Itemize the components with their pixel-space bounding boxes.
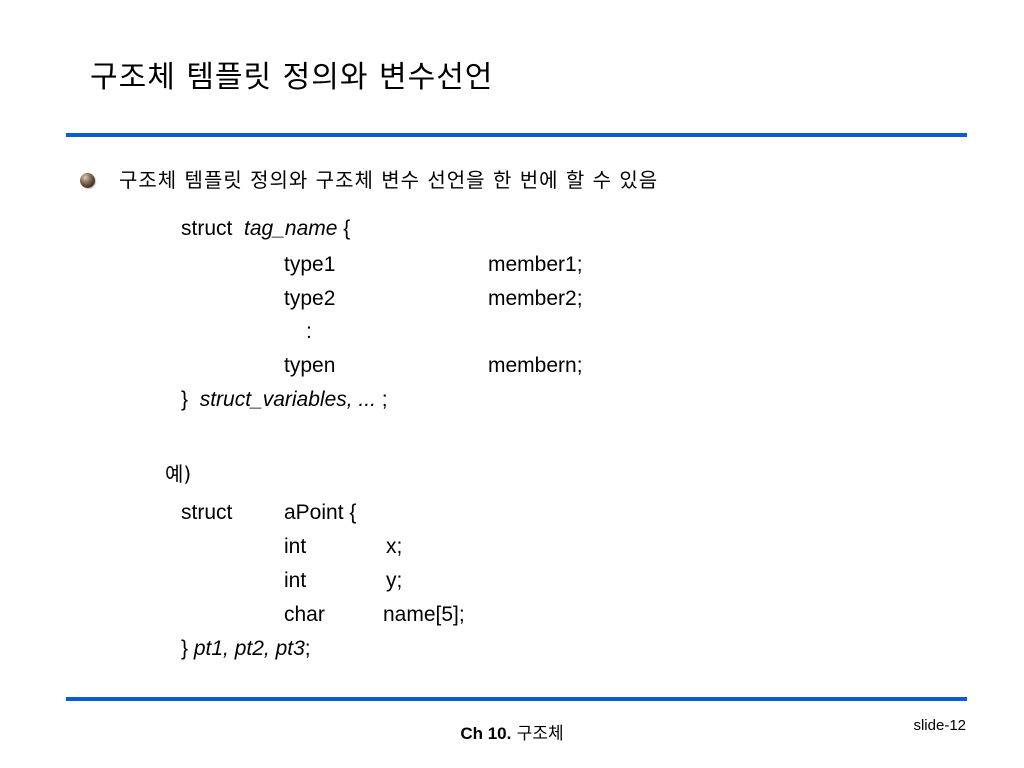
example-member-type: int [284,569,307,592]
syntax-tag-name: tag_name [244,217,338,240]
slide-title: 구조체 템플릿 정의와 변수선언 [90,60,494,95]
syntax-member-type: typen [284,354,336,377]
example-member-name: name[5]; [383,603,465,626]
syntax-open-brace: { [343,217,351,240]
example-member-type: char [284,603,325,626]
syntax-member-type: type1 [284,253,336,276]
footer-chapter-number: Ch 10. [460,724,512,743]
example-member-name: y; [386,569,403,592]
syntax-close-line: } struct_variables, ... ; [181,386,388,414]
syntax-close-brace: } [181,388,189,411]
example-close-brace: } [181,637,189,660]
bullet-item: 구조체 템플릿 정의와 구조체 변수 선언을 한 번에 할 수 있음 [80,166,658,194]
example-struct-keyword: struct [181,501,233,524]
syntax-struct-keyword: struct [181,217,233,240]
top-divider [66,133,967,137]
footer-chapter-title: 구조체 [516,724,564,744]
syntax-semicolon: ; [381,388,388,411]
example-struct-header: aPoint { [284,501,357,524]
example-close-line: } pt1, pt2, pt3; [181,635,311,663]
example-label: 예) [165,462,192,486]
syntax-member-name: member1; [488,253,583,276]
syntax-member-name: membern; [488,354,583,377]
syntax-ellipsis: : [306,320,312,343]
syntax-member-type: type2 [284,287,336,310]
bottom-divider [66,697,967,701]
example-semicolon: ; [304,637,311,660]
example-member-name: x; [386,535,403,558]
bullet-text: 구조체 템플릿 정의와 구조체 변수 선언을 한 번에 할 수 있음 [119,168,659,192]
syntax-struct-line: struct tag_name { [181,215,350,243]
syntax-member-name: member2; [488,287,583,310]
example-variables: pt1, pt2, pt3 [193,637,305,660]
slide-number: slide-12 [913,717,966,734]
footer-chapter: Ch 10. 구조체 [0,722,1024,746]
bullet-icon [80,172,95,188]
syntax-variables: struct_variables, ... [199,388,376,411]
example-member-type: int [284,535,307,558]
